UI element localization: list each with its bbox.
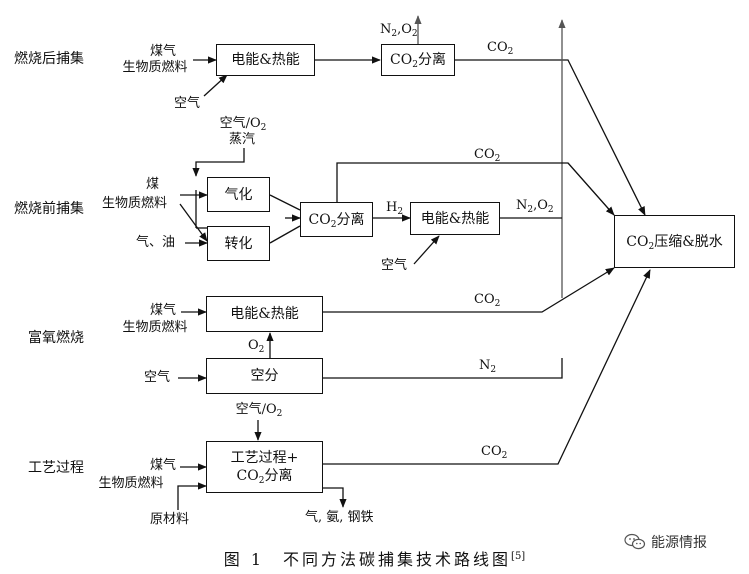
arrow-reform-to-sep [269,225,301,244]
input-biomass-3: 生物质燃料 [122,320,188,335]
input-air-1: 空气 [174,96,201,111]
input-coal-2: 煤 [146,177,160,192]
watermark: 能源情报 [624,532,707,552]
pre-n2-o2-label: N2,O2 [516,198,554,215]
input-air-o2-steam: 空气/O2 [219,116,267,133]
oxy-power-box: 电能&热能 [206,296,323,332]
input-coal-gas-3: 煤气 [149,303,176,318]
post-n2-o2-label: N2,O2 [380,22,418,39]
post-co2-separation-box: CO2分离 [381,44,455,76]
arrow-to-compress-from-pre-co2 [567,162,615,216]
category-oxy-fuel: 富氧燃烧 [28,330,84,346]
input-biomass-2: 生物质燃料 [102,196,168,211]
wechat-icon [624,533,646,550]
pre-co2-label: CO2 [474,147,501,164]
h2-label: H2 [386,200,404,217]
arrow-gasify-to-sep [269,194,301,211]
arrow-process-co2-to-compress [323,269,651,465]
input-biomass-1: 生物质燃料 [122,60,188,75]
post-power-box: 电能&热能 [216,44,315,76]
input-biomass-4: 生物质燃料 [98,476,164,491]
input-air-2: 空气 [381,258,408,273]
process-products-label: 气, 氨, 钢铁 [305,510,374,525]
watermark-text: 能源情报 [651,535,707,551]
category-pre-combustion: 燃烧前捕集 [14,201,84,217]
post-co2-label: CO2 [487,40,514,57]
category-post-combustion: 燃烧后捕集 [14,51,84,67]
reforming-box: 转化 [207,226,270,261]
input-air-o2-process: 空气/O2 [235,402,283,419]
arrow-biomass-to-reform [179,203,208,242]
arrow-raw-to-process [177,482,207,510]
figure-caption: 图 1 不同方法碳捕集技术路线图[5] [223,550,526,569]
asu-n2-label: N2 [479,358,497,375]
process-co2-label: CO2 [481,444,508,461]
line-asu-n2 [323,358,563,379]
air-separation-box: 空分 [206,358,323,394]
pre-co2-separation-box: CO2分离 [300,202,373,237]
input-steam: 蒸汽 [228,132,255,147]
industrial-process-box: 工艺过程+CO2分离 [206,441,323,493]
arrow-air-to-post-power [203,74,228,97]
input-raw-material: 原材料 [150,512,190,527]
category-industrial-process: 工艺过程 [28,460,84,476]
arrow-post-co2-to-compress [455,59,646,216]
arrow-oxy-co2-to-compress [323,267,615,313]
input-coal-gas-1: 煤气 [149,44,176,59]
arrow-process-products [323,487,347,508]
arrow-steam-to-gasify [192,148,245,177]
pre-power-box: 电能&热能 [410,202,500,235]
input-gas-oil: 气、油 [136,235,176,250]
oxy-co2-label: CO2 [474,292,501,309]
arrow-to-compress-general [323,268,614,400]
o2-label: O2 [248,338,265,355]
co2-compression-box: CO2压缩&脱水 [614,215,735,268]
input-coal-gas-4: 煤气 [149,458,176,473]
gasification-box: 气化 [207,177,270,212]
arrow-air-to-pre-power [413,235,440,265]
input-air-3: 空气 [144,370,171,385]
